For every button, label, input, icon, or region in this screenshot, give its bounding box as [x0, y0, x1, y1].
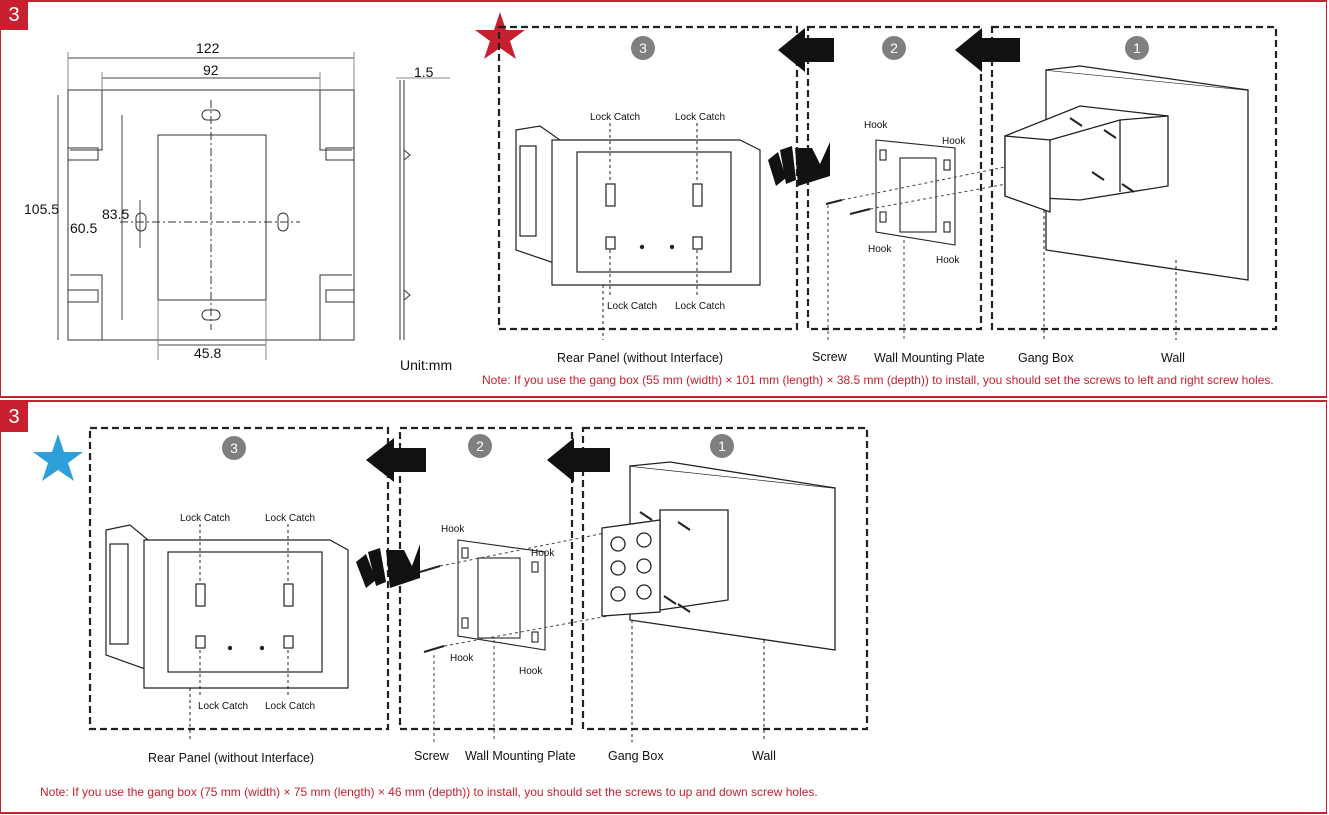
caption-gang-box: Gang Box [608, 749, 664, 763]
caption-wall: Wall [752, 749, 776, 763]
alignment-lines-bottom [433, 527, 631, 742]
hook-label: Hook [864, 120, 888, 131]
unit-label: Unit:mm [400, 357, 452, 373]
wall-plate-drawing-bottom [419, 539, 546, 653]
caption-gang-box: Gang Box [1018, 351, 1074, 365]
lock-catch-label: Lock Catch [198, 701, 248, 712]
gang-box-wall-drawing-bottom [601, 461, 836, 651]
gang-box-wall-drawing-top [1004, 65, 1249, 281]
caption-rear-panel: Rear Panel (without Interface) [148, 751, 314, 765]
lock-catch-labels-bottom: Lock Catch Lock Catch Lock Catch Lock Ca… [180, 513, 315, 712]
hook-label: Hook [519, 666, 543, 677]
hook-label: Hook [450, 653, 474, 664]
hook-labels-top: Hook Hook Hook Hook [864, 120, 966, 266]
motion-arrow-icon [768, 142, 830, 186]
caption-wall-mounting-plate: Wall Mounting Plate [874, 351, 985, 365]
leader-lines-bottom [189, 524, 289, 742]
hook-label: Hook [531, 548, 555, 559]
lock-catch-label: Lock Catch [265, 513, 315, 524]
caption-screw: Screw [414, 749, 450, 763]
hook-label: Hook [441, 524, 465, 535]
captions-bottom: Rear Panel (without Interface) Screw Wal… [148, 749, 776, 765]
caption-wall-mounting-plate: Wall Mounting Plate [465, 749, 576, 763]
circle-1-top: 1 [1133, 40, 1141, 56]
lock-catch-label: Lock Catch [607, 301, 657, 312]
leader-lines-top-right [1043, 210, 1177, 340]
top-panel [0, 0, 1327, 398]
circle-1-bottom: 1 [718, 438, 726, 454]
lock-catch-label: Lock Catch [180, 513, 230, 524]
note-top: Note: If you use the gang box (55 mm (wi… [482, 373, 1274, 387]
hook-label: Hook [942, 136, 966, 147]
mounting-plate-dimension-drawing [57, 52, 450, 360]
arrow-left-icon [547, 438, 610, 482]
lock-catch-label: Lock Catch [675, 301, 725, 312]
dim-cutout-width: 45.8 [194, 345, 221, 361]
caption-wall: Wall [1161, 351, 1185, 365]
lock-catch-label: Lock Catch [675, 112, 725, 123]
dim-width-outer: 122 [196, 40, 220, 56]
dim-height-mid: 83.5 [102, 206, 129, 222]
hook-labels-bottom: Hook Hook Hook Hook [441, 524, 555, 677]
dim-height-inner: 60.5 [70, 220, 97, 236]
dim-thickness: 1.5 [414, 64, 434, 80]
dim-width-inner: 92 [203, 62, 219, 78]
alignment-lines-top [827, 164, 1051, 340]
arrow-left-icon [778, 28, 834, 72]
step-circles-bottom: 3 2 1 [222, 434, 734, 460]
lock-catch-labels-top: Lock Catch Lock Catch Lock Catch Lock Ca… [590, 112, 725, 312]
dim-height-outer: 105.5 [24, 201, 59, 217]
circle-3-top: 3 [639, 40, 647, 56]
caption-rear-panel: Rear Panel (without Interface) [557, 351, 723, 365]
hook-label: Hook [868, 244, 892, 255]
motion-arrow-icon [356, 544, 420, 588]
arrow-left-icon [366, 438, 426, 482]
rear-panel-drawing-top [515, 125, 761, 286]
wall-plate-drawing-top [825, 139, 956, 246]
leader-lines-bottom-right [631, 620, 765, 742]
circle-2-bottom: 2 [476, 438, 484, 454]
step-badge-bottom: 3 [0, 402, 28, 432]
rear-panel-drawing-bottom [105, 524, 349, 689]
circle-3-bottom: 3 [230, 440, 238, 456]
note-bottom: Note: If you use the gang box (75 mm (wi… [40, 785, 818, 799]
hook-label: Hook [936, 255, 960, 266]
arrow-left-icon [955, 28, 1020, 72]
circle-2-top: 2 [890, 40, 898, 56]
dimension-labels: 122 92 105.5 83.5 60.5 45.8 1.5 Unit:mm [24, 40, 452, 373]
star-icon [33, 434, 83, 481]
lock-catch-label: Lock Catch [590, 112, 640, 123]
step-circles-top: 3 2 1 [631, 36, 1149, 60]
captions-top: Rear Panel (without Interface) Screw Wal… [557, 350, 1185, 365]
lock-catch-label: Lock Catch [265, 701, 315, 712]
leader-lines-top [602, 123, 698, 340]
step-badge-top: 3 [0, 0, 28, 30]
caption-screw: Screw [812, 350, 848, 364]
